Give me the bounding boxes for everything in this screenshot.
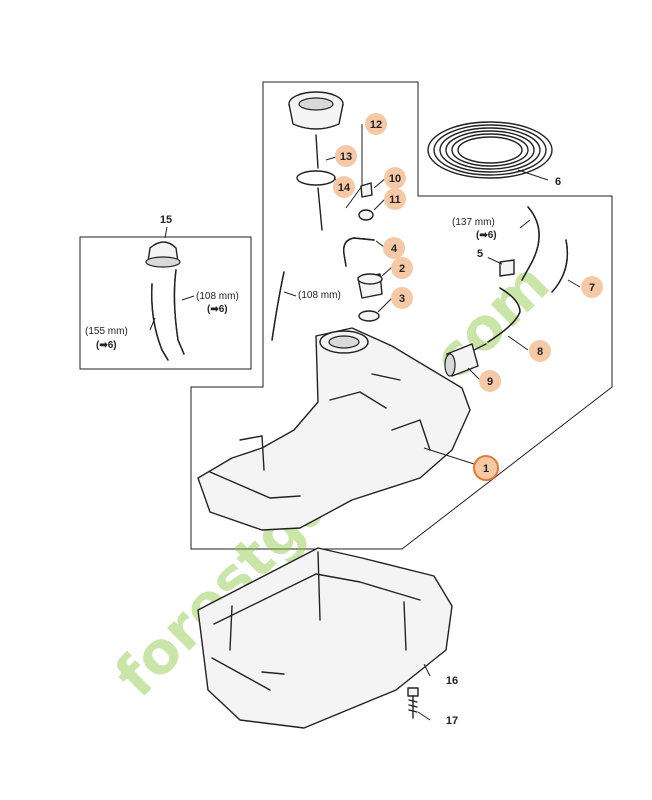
svg-text:17: 17 <box>446 715 458 727</box>
callout-3: 3 <box>391 287 413 309</box>
callout-5: 5 <box>471 244 489 262</box>
svg-text:7: 7 <box>589 282 595 294</box>
svg-text:11: 11 <box>389 194 401 206</box>
callout-14: 14 <box>333 176 355 198</box>
dim-137-ref: (➡6) <box>476 230 497 241</box>
callout-1: 1 <box>473 455 499 481</box>
hose-part-7b <box>551 239 569 293</box>
callout-2: 2 <box>391 257 413 279</box>
svg-text:10: 10 <box>389 173 401 185</box>
svg-text:8: 8 <box>537 346 543 358</box>
svg-text:5: 5 <box>477 248 483 260</box>
fuel-filter-part-9 <box>444 343 487 377</box>
fitting-part-2 <box>357 273 383 299</box>
svg-text:3: 3 <box>399 293 405 305</box>
screw-part-17 <box>407 687 419 719</box>
bottom-housing-part-16 <box>197 547 453 729</box>
svg-text:9: 9 <box>487 376 493 388</box>
svg-text:13: 13 <box>340 151 352 163</box>
svg-text:16: 16 <box>446 675 458 687</box>
callout-12: 12 <box>365 113 387 135</box>
valve-part-11 <box>358 209 374 221</box>
svg-text:6: 6 <box>555 176 561 188</box>
callout-15: 15 <box>160 214 172 226</box>
callout-13: 13 <box>335 145 357 167</box>
svg-text:15: 15 <box>160 214 172 226</box>
cap-strap-part <box>315 134 323 231</box>
dim-155-ref: (➡6) <box>96 340 117 351</box>
svg-text:4: 4 <box>391 243 398 255</box>
callout-8: 8 <box>529 340 551 362</box>
valve-part-10 <box>360 182 373 198</box>
svg-text:12: 12 <box>370 119 382 131</box>
dim-108-inset-ref: (➡6) <box>207 304 228 315</box>
primer-bulb-part-15 <box>145 241 181 268</box>
main-assembly-frame <box>190 81 613 550</box>
callout-11: 11 <box>384 188 406 210</box>
callout-9: 9 <box>479 370 501 392</box>
callout-16: 16 <box>446 675 458 687</box>
dim-108-inset: (108 mm) <box>196 291 239 302</box>
callout-6: 6 <box>549 172 567 190</box>
svg-text:1: 1 <box>483 463 489 475</box>
dim-108-main: (108 mm) <box>298 290 341 301</box>
o-ring-part <box>296 170 336 186</box>
callout-17: 17 <box>446 715 458 727</box>
fuel-tank-part-1 <box>197 327 471 531</box>
elbow-hose-part-4 <box>343 237 375 267</box>
fuel-cap-part <box>288 91 344 130</box>
dim-155: (155 mm) <box>85 326 128 337</box>
dim-137: (137 mm) <box>452 217 495 228</box>
callout-10: 10 <box>384 167 406 189</box>
coiled-hose-part-6 <box>427 121 553 179</box>
svg-text:14: 14 <box>338 182 351 194</box>
callout-4: 4 <box>383 237 405 259</box>
connector-part-5 <box>499 259 515 277</box>
callout-7: 7 <box>581 276 603 298</box>
svg-text:2: 2 <box>399 263 405 275</box>
washer-part-3 <box>358 310 380 322</box>
